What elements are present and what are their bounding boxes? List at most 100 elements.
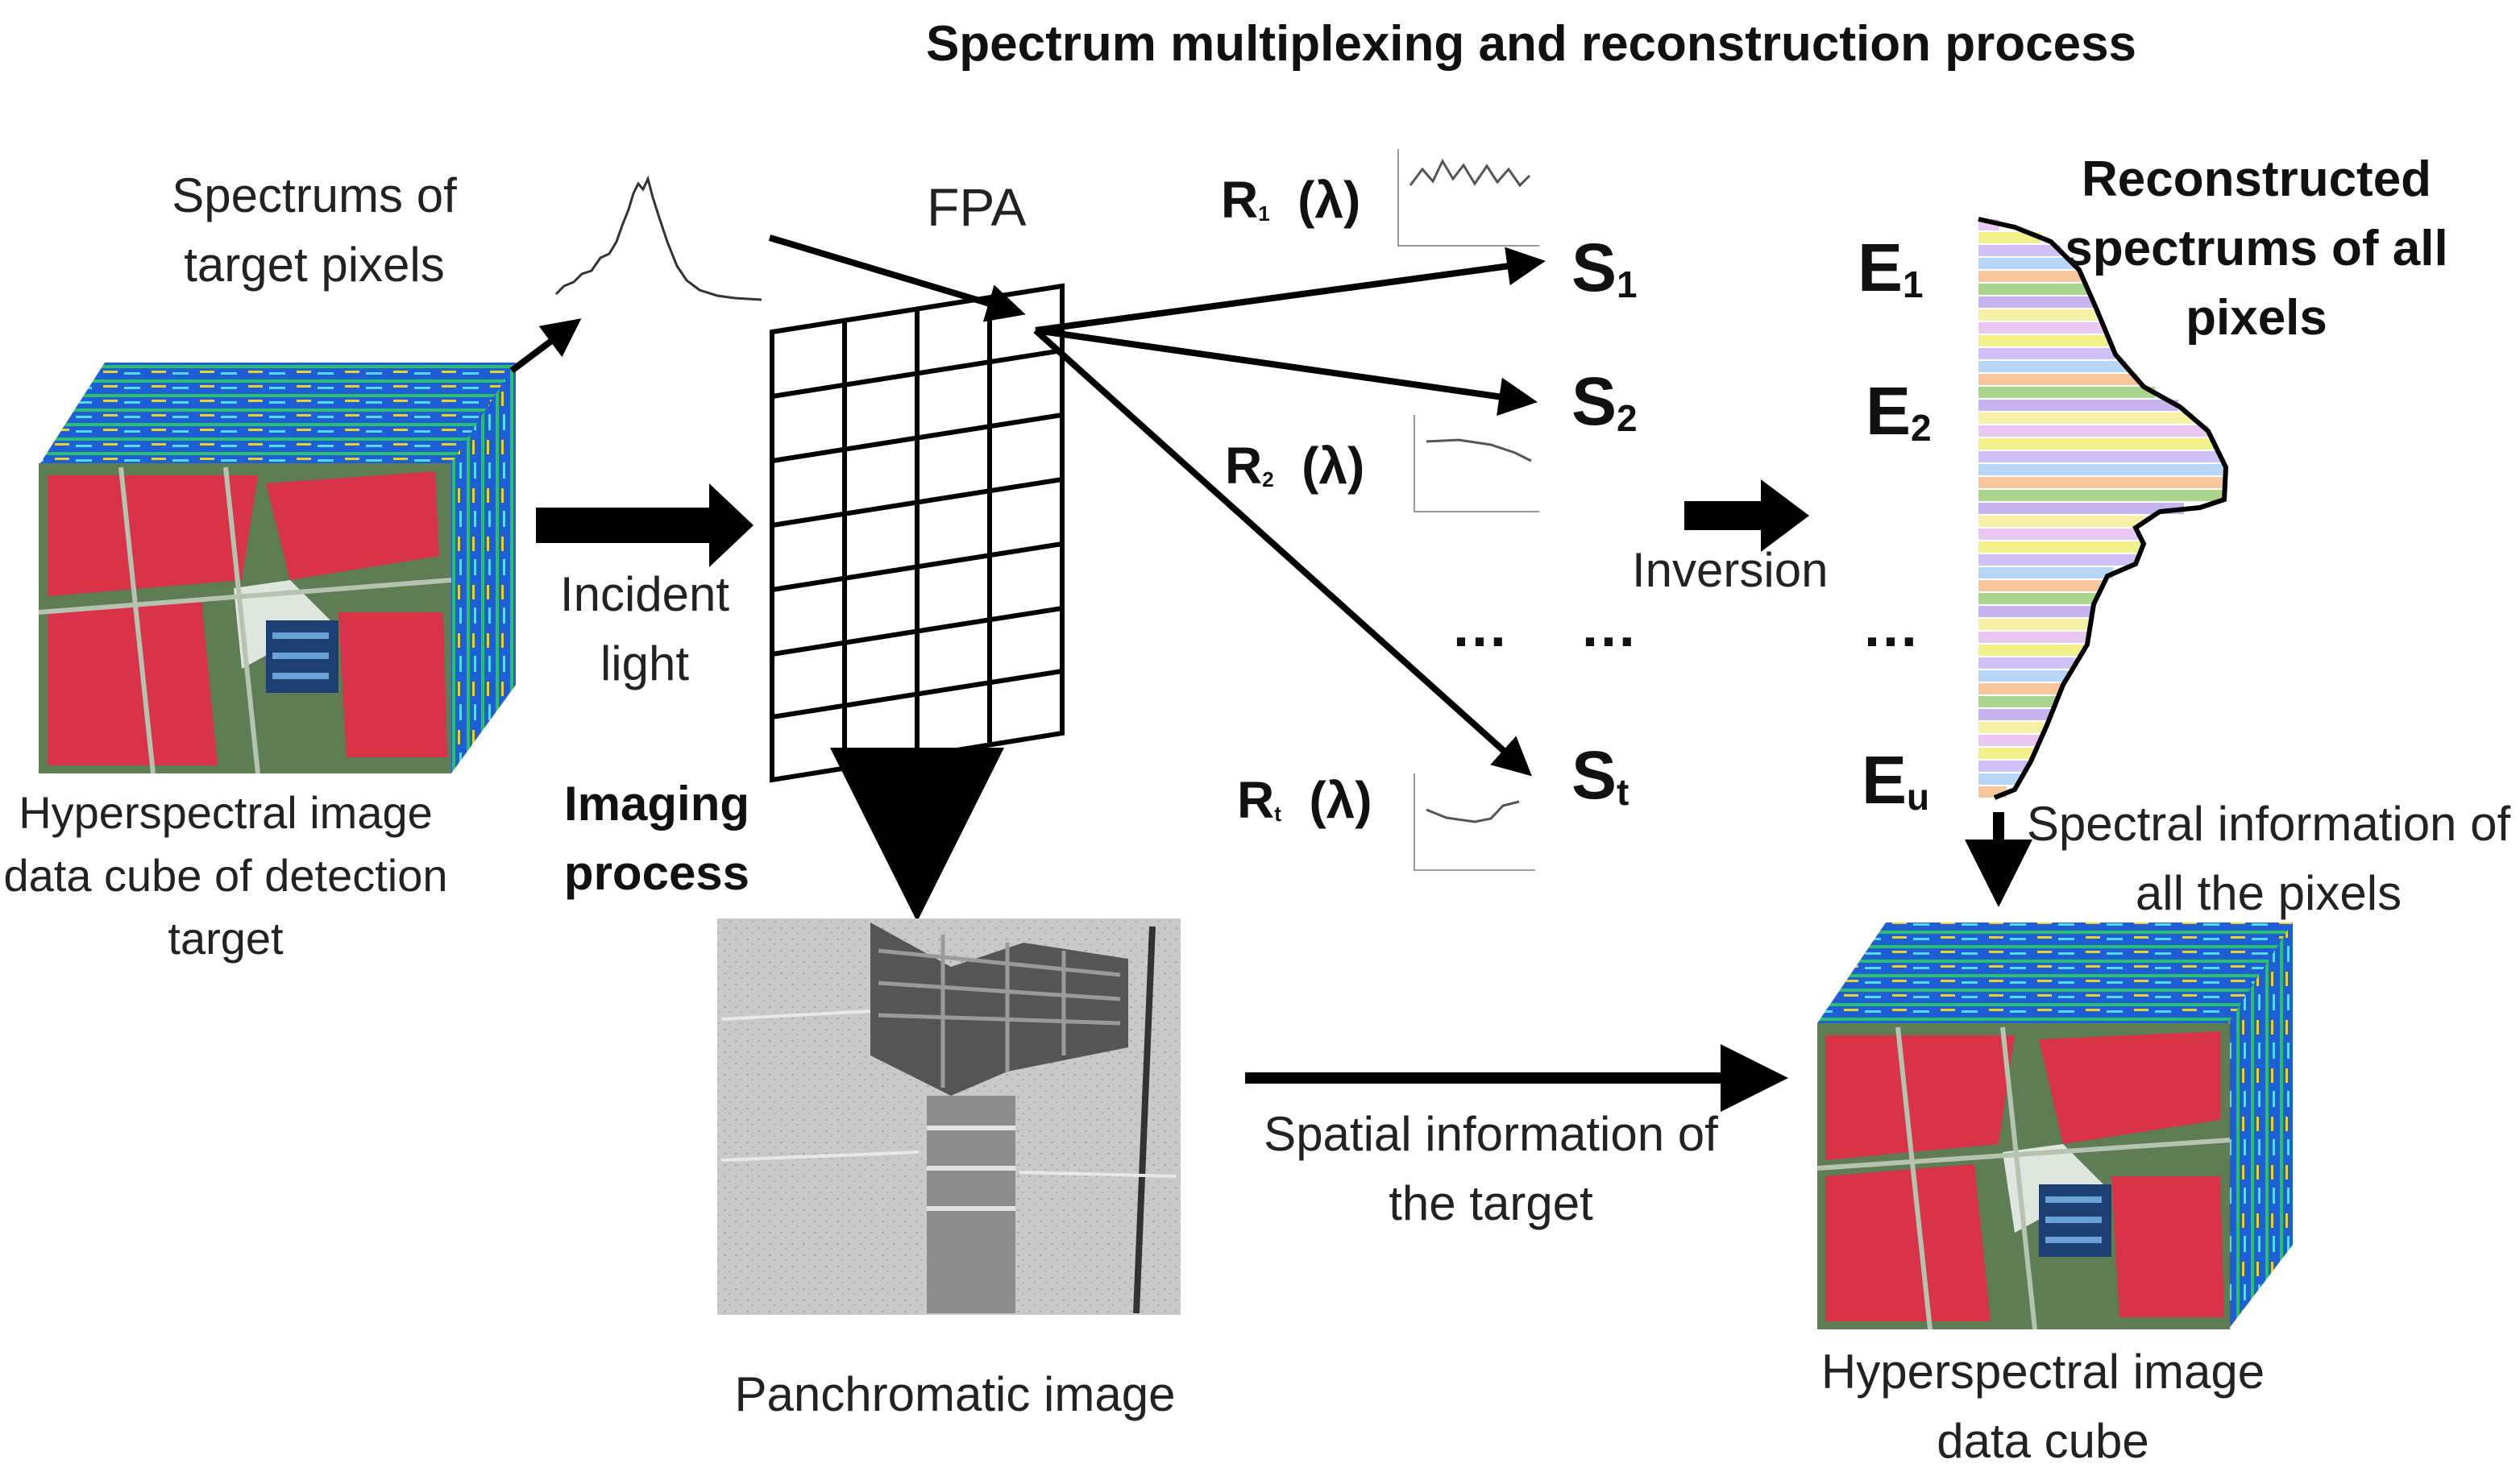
energy-e2-letter: E bbox=[1866, 373, 1912, 449]
energy-eu-letter: E bbox=[1862, 742, 1908, 818]
spectrum-stripe bbox=[1978, 258, 2074, 269]
spectrum-stripe bbox=[1978, 773, 2020, 785]
spectrum-stripe bbox=[1978, 271, 2082, 282]
inversion-label: Inversion bbox=[1632, 543, 1829, 597]
spectrum-stripe bbox=[1978, 580, 2103, 591]
spectrum-stripe bbox=[1978, 335, 2111, 346]
arrow-fpa-to-st bbox=[1033, 328, 1532, 777]
cube-right-side bbox=[2228, 922, 2293, 1329]
response-r1-letter: R bbox=[1221, 171, 1259, 229]
spectrum-stripe bbox=[1978, 400, 2179, 411]
spectrum-stripe bbox=[1978, 309, 2099, 321]
cube-left-front-image bbox=[38, 463, 452, 774]
spectrum-stripe bbox=[1978, 438, 2215, 450]
fpa-label: FPA bbox=[927, 177, 1027, 237]
spectrum-stripe bbox=[1978, 490, 2225, 501]
spectrum-stripe bbox=[1978, 296, 2094, 308]
ellipsis-energy: … bbox=[1862, 595, 1923, 659]
energy-e2-sub: 2 bbox=[1911, 407, 1932, 449]
incident-light-label: Incident light bbox=[559, 567, 730, 690]
spatial-information-label: Spatial information of the target bbox=[1264, 1107, 1718, 1230]
response-plot-r2 bbox=[1414, 415, 1539, 512]
signal-s2-sub: 2 bbox=[1617, 397, 1638, 439]
spectrum-stripe bbox=[1978, 554, 2137, 566]
spectrum-stripe bbox=[1978, 322, 2105, 334]
ellipsis-response: … bbox=[1451, 595, 1512, 659]
spectrum-stripe bbox=[1978, 387, 2156, 398]
spectrum-stripe bbox=[1978, 670, 2068, 682]
arrow-incident-light bbox=[536, 483, 754, 567]
spectrum-stripe bbox=[1978, 348, 2115, 359]
spectrum-stripe bbox=[1978, 683, 2061, 694]
signal-st: St bbox=[1571, 735, 1629, 816]
response-label-r1: R1 (λ) bbox=[1221, 169, 1360, 234]
response-label-rt: Rt (λ) bbox=[1237, 769, 1372, 835]
panchromatic-image-label: Panchromatic image bbox=[734, 1367, 1176, 1421]
response-plot-r1 bbox=[1397, 149, 1539, 247]
response-r1-sub: 1 bbox=[1258, 201, 1270, 226]
spectrum-stripe bbox=[1978, 567, 2113, 578]
signal-s1: S1 bbox=[1571, 227, 1638, 309]
response-r1-lambda: (λ) bbox=[1297, 171, 1361, 229]
spectrum-stripe bbox=[1978, 361, 2127, 372]
spectrum-stripe bbox=[1978, 245, 2061, 256]
spectrum-stripe bbox=[1978, 451, 2222, 462]
spectrum-stripe bbox=[1978, 632, 2089, 643]
cube-left bbox=[38, 363, 516, 774]
energy-e1-letter: E bbox=[1858, 230, 1903, 305]
spectrum-stripe bbox=[1978, 477, 2225, 488]
diagram-title: Spectrum multiplexing and reconstruction… bbox=[925, 16, 2137, 72]
energy-eu: Eu bbox=[1862, 740, 1929, 821]
signal-s2: S2 bbox=[1571, 361, 1638, 442]
spectrum-stripe bbox=[1978, 284, 2089, 295]
signal-s1-letter: S bbox=[1571, 230, 1617, 305]
response-rt-letter: R bbox=[1237, 771, 1275, 829]
energy-e1: E1 bbox=[1858, 227, 1924, 309]
spectrum-stripe bbox=[1978, 645, 2084, 656]
spectral-information-label: Spectral information of all the pixels bbox=[2026, 797, 2511, 920]
spectrum-stripe bbox=[1978, 722, 2046, 733]
target-spectrum-curve bbox=[554, 175, 762, 301]
signal-st-letter: S bbox=[1571, 737, 1617, 813]
arrow-fpa-to-s2 bbox=[1035, 327, 1538, 417]
spectrum-stripe bbox=[1978, 619, 2090, 630]
signal-s1-sub: 1 bbox=[1617, 263, 1638, 305]
spectrum-stripe bbox=[1978, 529, 2140, 540]
spectrum-stripe bbox=[1978, 503, 2184, 514]
arrow-inversion bbox=[1684, 479, 1809, 552]
spectrum-stripe bbox=[1978, 413, 2194, 424]
spectrum-stripe bbox=[1978, 735, 2040, 746]
spectrum-stripe bbox=[1978, 464, 2226, 475]
reconstructed-spectrums-label: Reconstructed spectrums of all pixels bbox=[2065, 151, 2448, 346]
energy-eu-sub: u bbox=[1907, 776, 1930, 818]
response-r2-letter: R bbox=[1225, 437, 1263, 495]
response-plot-rt bbox=[1414, 773, 1535, 871]
spectrum-stripe bbox=[1978, 709, 2051, 720]
energy-e1-sub: 1 bbox=[1903, 263, 1924, 305]
arrow-fpa-to-s1 bbox=[1035, 247, 1546, 334]
energy-e2: E2 bbox=[1866, 371, 1932, 452]
cube-left-side bbox=[451, 363, 516, 773]
spectrum-stripe bbox=[1978, 374, 2138, 385]
arrow-cube-to-spectrum bbox=[509, 318, 582, 374]
signal-s2-letter: S bbox=[1571, 363, 1617, 439]
imaging-process-label: Imaging process bbox=[563, 777, 750, 900]
spectrums-of-target-pixels-label: Spectrums of target pixels bbox=[172, 168, 457, 292]
cube-right-front-image bbox=[1816, 1023, 2231, 1330]
spectrum-stripe bbox=[1978, 657, 2076, 669]
panchromatic-image bbox=[717, 918, 1181, 1315]
spectrum-stripe bbox=[1978, 761, 2028, 772]
spectrum-stripe bbox=[1978, 232, 2041, 243]
ellipsis-signal: … bbox=[1580, 595, 1641, 659]
cube-right bbox=[1816, 922, 2293, 1330]
cube-left-top bbox=[40, 363, 516, 463]
response-label-r2: R2 (λ) bbox=[1225, 435, 1364, 500]
spectrum-stripe bbox=[1978, 748, 2034, 759]
hyperspectral-cube-label: Hyperspectral image data cube bbox=[1820, 1345, 2265, 1468]
arrows bbox=[509, 234, 2032, 1112]
response-r2-lambda: (λ) bbox=[1302, 437, 1365, 495]
arrow-spectrum-to-fpa bbox=[768, 234, 1026, 322]
spectrum-stripe bbox=[1978, 593, 2096, 604]
spectrum-stripe bbox=[1978, 696, 2057, 707]
